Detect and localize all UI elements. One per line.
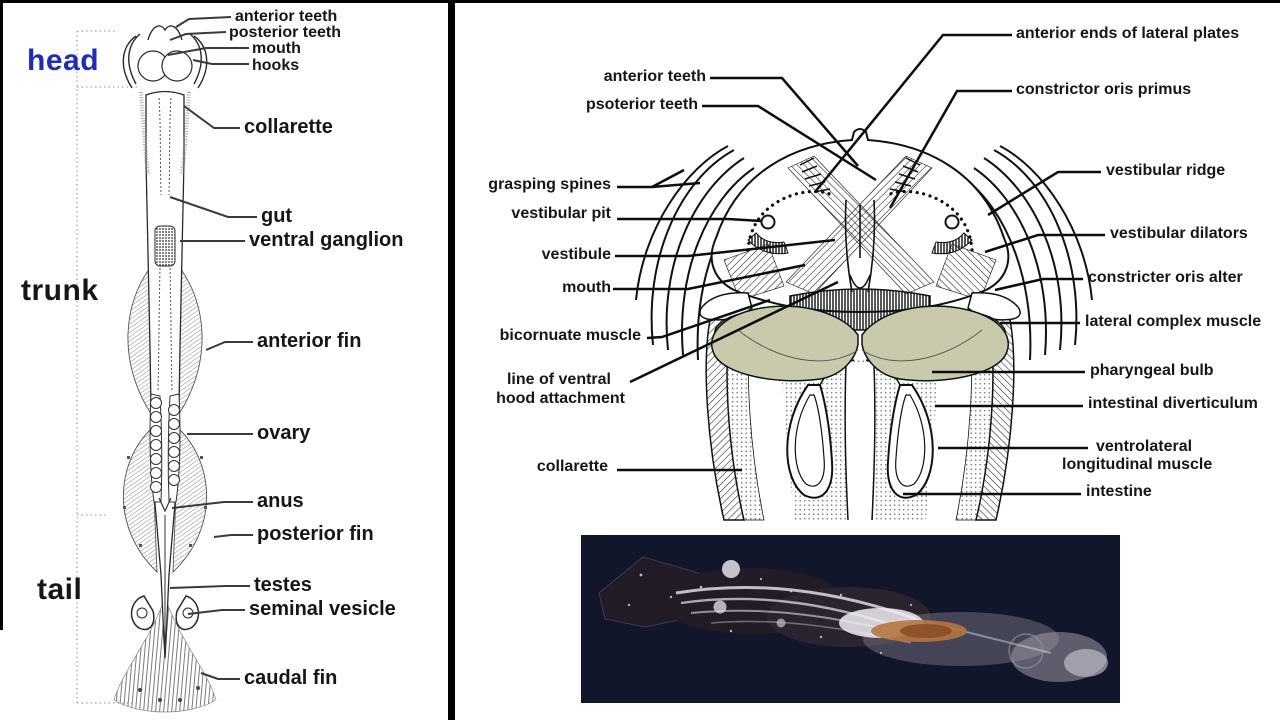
region-label-head: head <box>27 44 100 77</box>
label-rp-ventrolateral: ventrolateral <box>1096 438 1193 455</box>
label-rp-grasping-spines: grasping spines <box>488 176 611 193</box>
label-rp-vestibule: vestibule <box>541 246 611 263</box>
left-edge-bar <box>0 0 3 630</box>
label-ovary: ovary <box>257 422 311 444</box>
label-posterior-fin: posterior fin <box>257 523 374 545</box>
whole-body-diagram <box>76 16 257 713</box>
region-bracket-dotted <box>76 30 140 704</box>
label-rp-line-of-ventral: line of ventral <box>506 371 611 388</box>
label-rp-vestibular-dilators: vestibular dilators <box>1110 225 1248 242</box>
label-testes: testes <box>254 574 312 596</box>
intestinal-diverticula <box>786 359 934 499</box>
right-leader-lines <box>613 33 1105 496</box>
label-rp-intestinal-diverticulum: intestinal diverticulum <box>1088 395 1258 412</box>
label-posterior-teeth: posterior teeth <box>229 24 342 41</box>
label-rp-psoterior-teeth: psoterior teeth <box>585 96 698 113</box>
anterior-fins <box>127 266 203 416</box>
vestibule-lines <box>844 199 876 293</box>
label-rp-collarette: collarette <box>536 458 608 475</box>
label-caudal-fin: caudal fin <box>244 667 338 689</box>
label-rp-vestibular-ridge: vestibular ridge <box>1106 162 1226 179</box>
label-anterior-teeth: anterior teeth <box>235 8 338 25</box>
label-collarette: collarette <box>244 116 333 138</box>
label-ventral-ganglion: ventral ganglion <box>249 229 404 251</box>
label-rp-vestibular-pit: vestibular pit <box>511 205 611 222</box>
label-rp-constrictor-oris-primus: constrictor oris primus <box>1016 81 1192 98</box>
label-gut: gut <box>261 205 293 227</box>
label-rp-pharyngeal-bulb: pharyngeal bulb <box>1090 362 1214 379</box>
label-rp-intestine: intestine <box>1086 483 1152 500</box>
label-rp-longitudinal-muscle: longitudinal muscle <box>1062 456 1213 473</box>
intestine-channel <box>844 364 876 521</box>
teeth-combs <box>799 157 921 193</box>
label-rp-anterior-teeth: anterior teeth <box>603 68 706 85</box>
gut-lines <box>157 97 173 393</box>
specimen-photo <box>581 535 1120 703</box>
region-label-trunk: trunk <box>21 274 99 307</box>
collarette-shading <box>139 91 191 176</box>
label-rp-hood-attachment: hood attachment <box>496 390 625 407</box>
seminal-vesicles <box>130 595 200 631</box>
vestibular-pit-left <box>760 214 776 230</box>
panel-divider <box>448 0 455 720</box>
lateral-plate-dotted-arcs <box>746 189 974 252</box>
left-leader-lines <box>167 16 257 680</box>
region-label-tail: tail <box>37 573 83 606</box>
anus-shape <box>158 497 172 513</box>
ventral-ganglion-shape <box>154 225 176 267</box>
label-mouth: mouth <box>252 40 301 57</box>
arrow-worm-specimen <box>598 556 1108 682</box>
vestibular-pit-right <box>944 214 960 230</box>
label-anus: anus <box>257 490 304 512</box>
posterior-fins <box>122 426 208 574</box>
label-rp-constricter-oris-alter: constricter oris alter <box>1088 269 1243 286</box>
label-rp-bicornuate-muscle: bicornuate muscle <box>499 327 641 344</box>
label-hooks: hooks <box>252 57 300 74</box>
head-structure <box>122 25 208 89</box>
label-rp-mouth: mouth <box>562 279 611 296</box>
label-anterior-fin: anterior fin <box>257 330 362 352</box>
label-rp-lateral-complex-muscle: lateral complex muscle <box>1085 313 1262 330</box>
label-rp-anterior-ends-lateral-plates: anterior ends of lateral plates <box>1016 25 1240 42</box>
top-edge-bar <box>0 0 1280 3</box>
label-seminal-vesicle: seminal vesicle <box>249 598 396 620</box>
head-detail-diagram <box>613 33 1105 521</box>
